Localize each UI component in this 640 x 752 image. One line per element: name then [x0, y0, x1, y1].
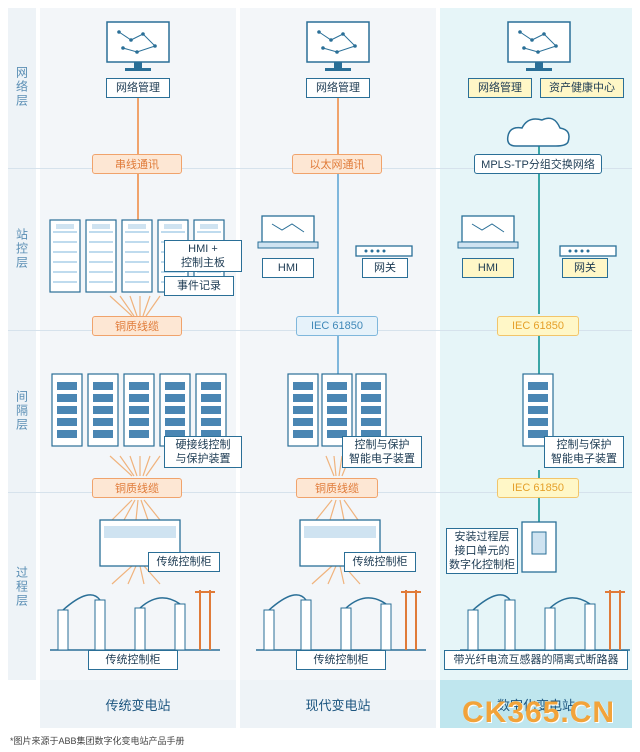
event-log-box: 事件记录	[164, 276, 234, 296]
hardwired-protection-box: 硬接线控制 与保护装置	[164, 436, 242, 468]
connector-line	[337, 98, 339, 154]
gateway-box-digital: 网关	[562, 258, 608, 278]
connector-line	[337, 174, 339, 314]
traditional-cabinet-box-modern: 传统控制柜	[344, 552, 416, 572]
footer-modern: 现代变电站	[240, 680, 436, 728]
connector-line	[538, 174, 540, 314]
gateway-box-modern: 网关	[362, 258, 408, 278]
row-label-bay: 间隔层	[14, 390, 29, 432]
row-label-station: 站控层	[14, 228, 29, 270]
hmi-box-digital: HMI	[462, 258, 514, 278]
connector-line	[538, 146, 540, 154]
iec61850-pill-modern: IEC 61850	[296, 316, 378, 336]
switchgear-label-traditional: 传统控制柜	[88, 650, 178, 670]
connector-line	[538, 336, 540, 376]
connector-line	[538, 470, 540, 480]
connector-line	[137, 98, 139, 154]
footer-digital: 数字化变电站	[440, 680, 632, 728]
network-mgmt-box-digital: 网络管理	[468, 78, 532, 98]
footer-traditional: 传统变电站	[40, 680, 236, 728]
ied-box-modern: 控制与保护 智能电子装置	[342, 436, 422, 468]
network-mgmt-box-modern: 网络管理	[306, 78, 370, 98]
hmi-mainboard-box: HMI + 控制主板	[164, 240, 242, 272]
copper-cable-pill-2: 铜质线缆	[92, 478, 182, 498]
row-label-strip	[8, 8, 36, 680]
network-mgmt-box-traditional: 网络管理	[106, 78, 170, 98]
copper-cable-pill: 铜质线缆	[92, 316, 182, 336]
comm-serial-pill: 串线通讯	[92, 154, 182, 174]
hmi-box-modern: HMI	[262, 258, 314, 278]
comm-mpls-pill: MPLS-TP分组交换网络	[474, 154, 602, 174]
asset-health-box-digital: 资产健康中心	[540, 78, 624, 98]
row-label-process: 过程层	[14, 566, 29, 608]
connector-line	[137, 174, 139, 220]
traditional-cabinet-box: 传统控制柜	[148, 552, 220, 572]
copper-cable-pill-modern: 铜质线缆	[296, 478, 378, 498]
comm-ethernet-pill: 以太网通讯	[292, 154, 382, 174]
switchgear-label-modern: 传统控制柜	[296, 650, 386, 670]
digital-cabinet-box: 安装过程层 接口单元的 数字化控制柜	[446, 528, 518, 574]
connector-line	[538, 498, 540, 522]
watermark: CK365.CN	[462, 696, 616, 729]
iec61850-pill-digital: IEC 61850	[497, 316, 579, 336]
row-label-network: 网络层	[14, 66, 29, 108]
ied-box-digital: 控制与保护 智能电子装置	[544, 436, 624, 468]
iec61850-pill-process: IEC 61850	[497, 478, 579, 498]
switchgear-label-digital: 带光纤电流互感器的隔离式断路器	[444, 650, 628, 670]
footnote: *图片来源于ABB集团数字化变电站产品手册	[10, 736, 185, 746]
connector-line	[337, 336, 339, 376]
